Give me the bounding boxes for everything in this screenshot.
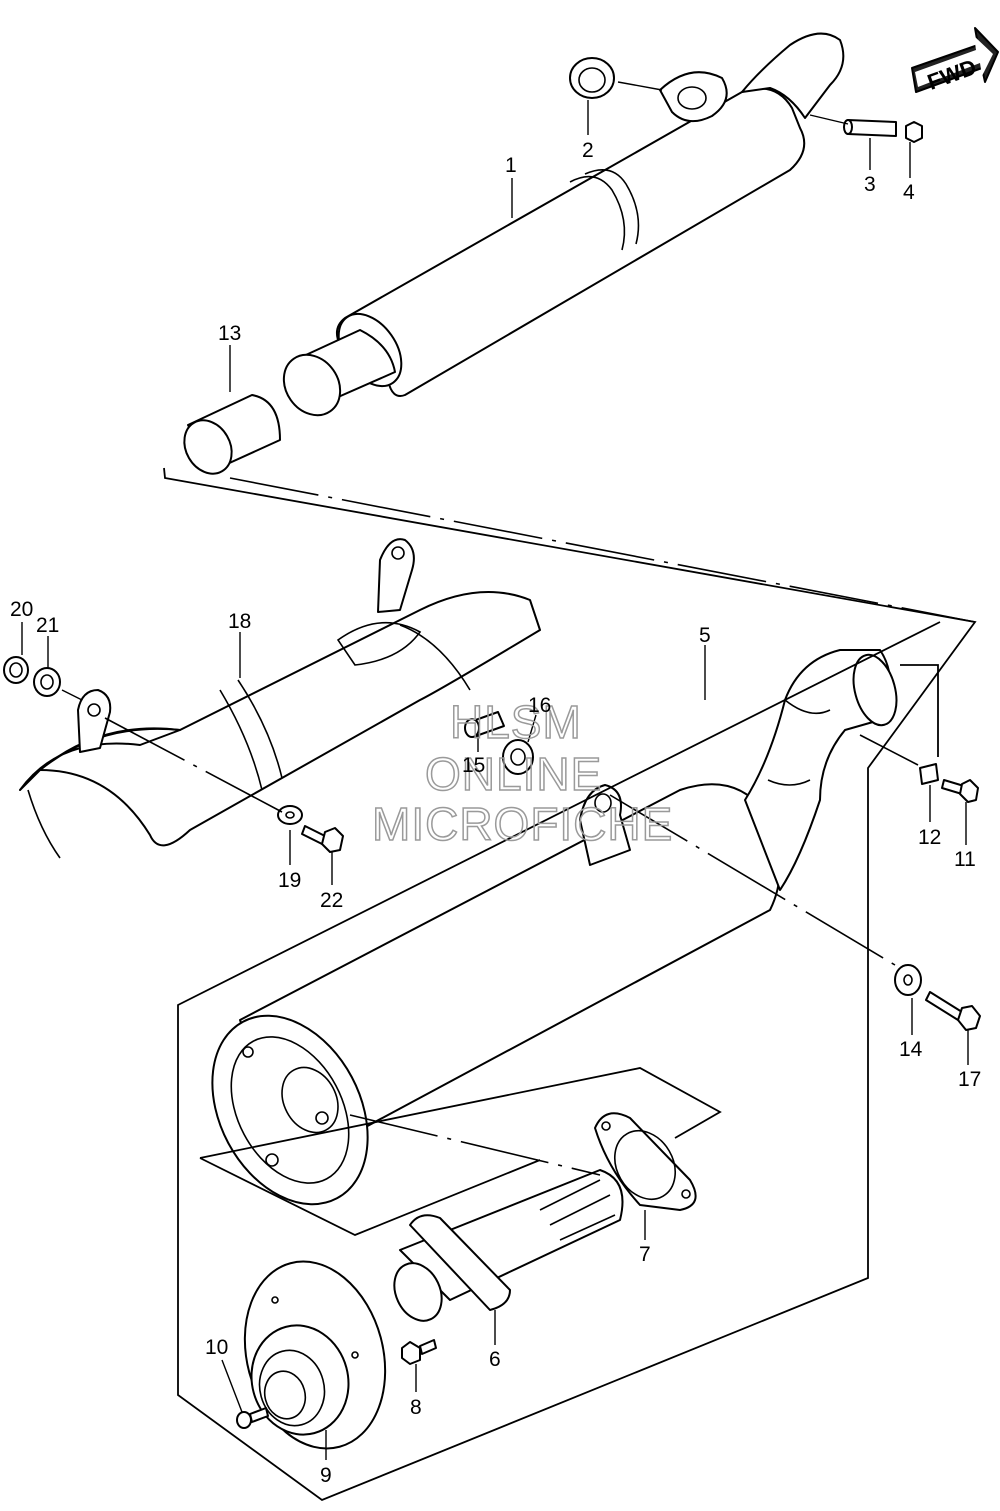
callout-17[interactable]: 17 [958,1068,981,1091]
callout-labels: 1 2 3 4 5 6 7 8 9 10 11 12 13 14 15 16 1… [10,139,981,1487]
sleeve [183,394,281,475]
nut-20 [3,656,29,684]
watermark-line-1: HLSM [450,696,582,748]
collar-15 [464,711,505,738]
callout-22[interactable]: 22 [320,889,343,912]
bolt-8 [401,1339,437,1365]
bushing-21 [33,667,61,697]
callout-3[interactable]: 3 [864,173,876,196]
callout-5[interactable]: 5 [699,624,711,647]
callout-1[interactable]: 1 [505,154,517,177]
washer-14 [894,964,922,996]
callout-2[interactable]: 2 [582,139,594,162]
heat-shield [19,538,541,859]
callout-19[interactable]: 19 [278,869,301,892]
inner-pipe-6 [393,1169,624,1322]
callout-14[interactable]: 14 [899,1038,923,1061]
bolt-22 [301,825,344,853]
muffler-pipe-upper [282,32,845,417]
callout-4[interactable]: 4 [903,181,915,204]
screw-10 [236,1407,269,1429]
callout-13[interactable]: 13 [218,322,241,345]
callout-10[interactable]: 10 [205,1336,228,1359]
assembly-frames [104,467,977,1502]
leader-lines [21,81,969,1460]
callout-6[interactable]: 6 [489,1348,501,1371]
bolt-17 [925,991,981,1031]
bushing-16 [502,739,534,775]
stud-bolt [843,119,897,137]
callout-20[interactable]: 20 [10,598,33,621]
callout-15[interactable]: 15 [462,754,485,777]
callout-12[interactable]: 12 [918,826,941,849]
end-cap-9 [243,1260,387,1450]
washer-19 [277,805,303,825]
watermark-line-2: ONLINE [425,748,602,800]
callout-16[interactable]: 16 [528,694,551,717]
callout-8[interactable]: 8 [410,1396,422,1419]
gasket-ring [569,57,615,99]
bolt-11 [941,779,979,803]
watermark-line-3: MICROFICHE [372,798,673,850]
gasket-7 [594,1112,697,1211]
callout-9[interactable]: 9 [320,1464,332,1487]
callout-21[interactable]: 21 [36,614,59,637]
fwd-arrow-icon: FWD [911,27,999,95]
muffler-lower [211,649,898,1206]
collar-12 [919,763,939,785]
watermark: HLSM ONLINE MICROFICHE [371,695,673,851]
nut [905,121,923,143]
callout-7[interactable]: 7 [639,1243,651,1266]
callout-11[interactable]: 11 [954,848,976,871]
callout-18[interactable]: 18 [228,610,251,633]
